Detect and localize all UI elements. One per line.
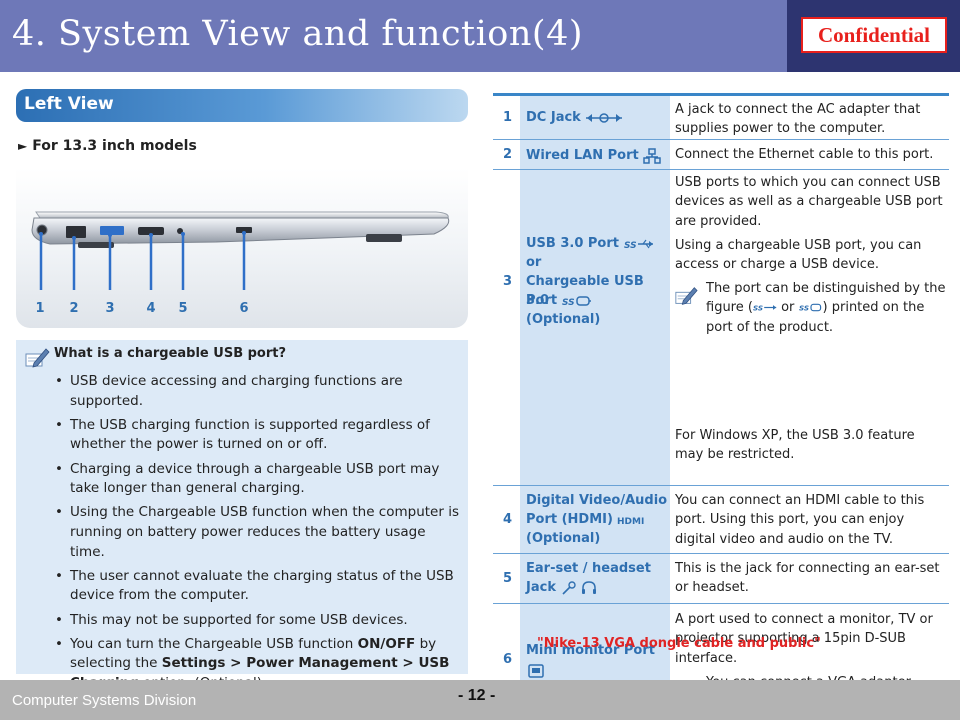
- note-bullet: USB device accessing and charging functi…: [55, 372, 462, 411]
- footer-bar: Computer Systems Division - 12 -: [0, 680, 960, 720]
- port-description: Using a chargeable USB port, you can acc…: [675, 238, 922, 273]
- port-name: Mini monitor Port: [526, 643, 655, 658]
- note-bullet: Using the Chargeable USB function when t…: [55, 503, 462, 562]
- port-number-6: 6: [239, 301, 248, 316]
- page-number: - 12 -: [458, 687, 496, 704]
- note-bullet-list: USB device accessing and charging functi…: [55, 372, 462, 698]
- row-number: 5: [503, 571, 513, 586]
- usb-distinguish-note: The port can be distinguished by the fig…: [706, 281, 946, 335]
- laptop-lid: [35, 211, 449, 219]
- slide-title: 4. System View and function(4): [12, 14, 584, 54]
- port-name-line: USB 3.0 Port: [526, 236, 619, 251]
- port-name: Wired LAN Port: [526, 148, 639, 163]
- note-bullet: The USB charging function is supported r…: [55, 416, 462, 455]
- port-name-line: Chargeable USB 3.0: [526, 274, 644, 308]
- note-bullet: This may not be supported for some USB d…: [55, 611, 462, 631]
- table-row-dc-jack: 1 DC Jack A jack to connect the AC adapt…: [493, 96, 949, 140]
- port-description: You can connect an HDMI cable to this po…: [675, 493, 925, 547]
- table-row-hdmi: 4 Digital Video/Audio Port (HDMI) HDMI (…: [493, 486, 949, 554]
- svg-text:SS: SS: [753, 304, 763, 313]
- left-view-banner: Left View: [16, 89, 468, 122]
- note-pen-icon: [675, 287, 698, 305]
- usb-ss-icon: SS: [624, 239, 653, 250]
- svg-text:SS: SS: [799, 304, 809, 313]
- headset-jack-port: [177, 228, 183, 234]
- port-description: For Windows XP, the USB 3.0 feature may …: [675, 428, 915, 463]
- port-description: Connect the Ethernet cable to this port.: [675, 147, 934, 162]
- lan-port: [66, 226, 86, 238]
- table-row-wired-lan: 2 Wired LAN Port Connect the Ethernet ca…: [493, 140, 949, 170]
- usb-charge-icon: SS: [562, 295, 591, 307]
- row-number: 1: [503, 110, 513, 125]
- port-number-4: 4: [146, 301, 155, 316]
- row-number: 6: [503, 652, 513, 667]
- laptop-foot-right: [366, 234, 402, 242]
- svg-text:SS: SS: [624, 241, 637, 250]
- usb-charge-icon: SS: [799, 304, 821, 313]
- mini-monitor-port: [236, 227, 252, 233]
- svg-text:SS: SS: [562, 298, 575, 307]
- row-number: 3: [503, 274, 513, 289]
- network-lan-icon: [643, 147, 661, 164]
- nike-vga-note: "Nike-13 VGA dongle cable and public": [537, 636, 821, 651]
- confidential-stamp: Confidential: [801, 17, 947, 53]
- footer-division: Computer Systems Division: [12, 692, 197, 709]
- usb-ss-icon: SS: [753, 304, 777, 313]
- table-row-headset: 5 Ear-set / headset Jack This is the jac…: [493, 554, 949, 604]
- port-description: A port used to connect a monitor, TV or …: [675, 612, 933, 666]
- usb-port: [100, 226, 124, 235]
- model-heading-text: For 13.3 inch models: [32, 138, 197, 154]
- table-row-usb: 3 USB 3.0 Port SS or Chargeable USB 3.0 …: [493, 170, 949, 486]
- left-view-title: Left View: [24, 94, 114, 114]
- port-number-2: 2: [69, 301, 78, 316]
- note-question: What is a chargeable USB port?: [54, 346, 287, 361]
- port-number-1: 1: [35, 301, 44, 316]
- port-name-line: Digital Video/Audio: [526, 493, 668, 508]
- usb-charging-note: What is a chargeable USB port? USB devic…: [16, 340, 468, 691]
- triangle-right-icon: ►: [18, 139, 28, 153]
- microphone-icon: [561, 580, 576, 595]
- port-name-line: (Optional): [526, 531, 601, 546]
- dc-jack-icon: [586, 112, 623, 123]
- note-bullet-settings: You can turn the Chargeable USB function…: [55, 635, 462, 694]
- note-bullet: The user cannot evaluate the charging st…: [55, 567, 462, 606]
- note-bullet: Charging a device through a chargeable U…: [55, 460, 462, 499]
- row-number: 2: [503, 147, 513, 162]
- port-name-line: (Optional): [526, 312, 601, 327]
- note-pen-icon: [25, 348, 50, 368]
- port-name-line: Port (HDMI): [526, 512, 613, 527]
- svg-text:HDMI: HDMI: [617, 517, 644, 525]
- port-description: USB ports to which you can connect USB d…: [675, 175, 943, 229]
- laptop-side-illustration: 1 2 3 4 5 6: [31, 211, 450, 316]
- confidential-label: Confidential: [817, 23, 930, 47]
- port-name-line: Jack: [526, 580, 556, 595]
- port-description: This is the jack for connecting an ear-s…: [675, 561, 940, 596]
- port-description: A jack to connect the AC adapter that su…: [675, 102, 921, 137]
- header-bar: 4. System View and function(4) Confident…: [0, 0, 960, 72]
- port-number-5: 5: [178, 301, 187, 316]
- laptop-foot-left: [78, 242, 114, 248]
- row-number: 4: [503, 512, 513, 527]
- port-name-line: Ear-set / headset: [526, 561, 651, 576]
- table-top-rule: [493, 93, 949, 96]
- headphones-icon: [582, 580, 597, 594]
- monitor-port-icon: [528, 664, 544, 678]
- model-heading: ► For 13.3 inch models: [18, 138, 197, 154]
- hdmi-icon: HDMI: [617, 517, 644, 525]
- port-number-3: 3: [105, 301, 114, 316]
- hdmi-port: [138, 227, 164, 235]
- port-name: DC Jack: [526, 110, 581, 125]
- port-name-line: or: [526, 255, 542, 270]
- port-name-line: Port: [526, 293, 558, 308]
